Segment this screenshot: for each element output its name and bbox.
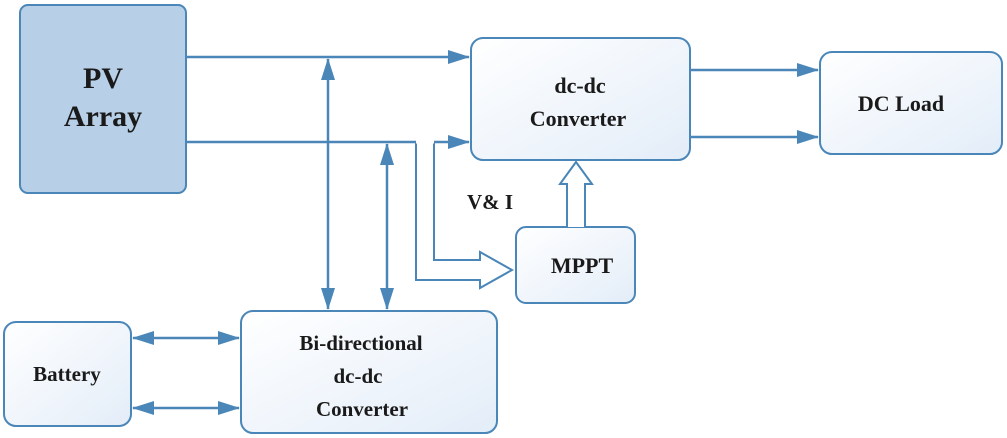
dcdc-converter-label-line1: dc-dc bbox=[554, 73, 606, 98]
pv-array-label-line1: PV bbox=[83, 62, 123, 95]
bidirectional-label-line3: Converter bbox=[316, 397, 408, 421]
pv-array-block: PV Array bbox=[19, 4, 187, 194]
battery-label: Battery bbox=[33, 362, 101, 386]
dcdc-converter-label-line2: Converter bbox=[530, 106, 627, 131]
mppt-block: MPPT bbox=[515, 226, 636, 304]
battery-block: Battery bbox=[3, 321, 132, 427]
voltage-current-sense-arrow bbox=[415, 140, 515, 290]
bidirectional-label-line1: Bi-directional bbox=[299, 331, 422, 355]
pv-array-label-line2: Array bbox=[64, 100, 142, 133]
voltage-current-label: V& I bbox=[467, 190, 513, 214]
bidirectional-label-line2: dc-dc bbox=[334, 364, 383, 388]
bidirectional-converter-block: Bi-directional dc-dc Converter bbox=[240, 310, 498, 434]
dcdc-converter-block: dc-dc Converter bbox=[470, 37, 691, 161]
mppt-label: MPPT bbox=[551, 253, 614, 278]
mppt-to-converter-arrow bbox=[558, 160, 594, 227]
dc-load-label: DC Load bbox=[858, 91, 944, 116]
dc-load-block: DC Load bbox=[819, 51, 1003, 155]
